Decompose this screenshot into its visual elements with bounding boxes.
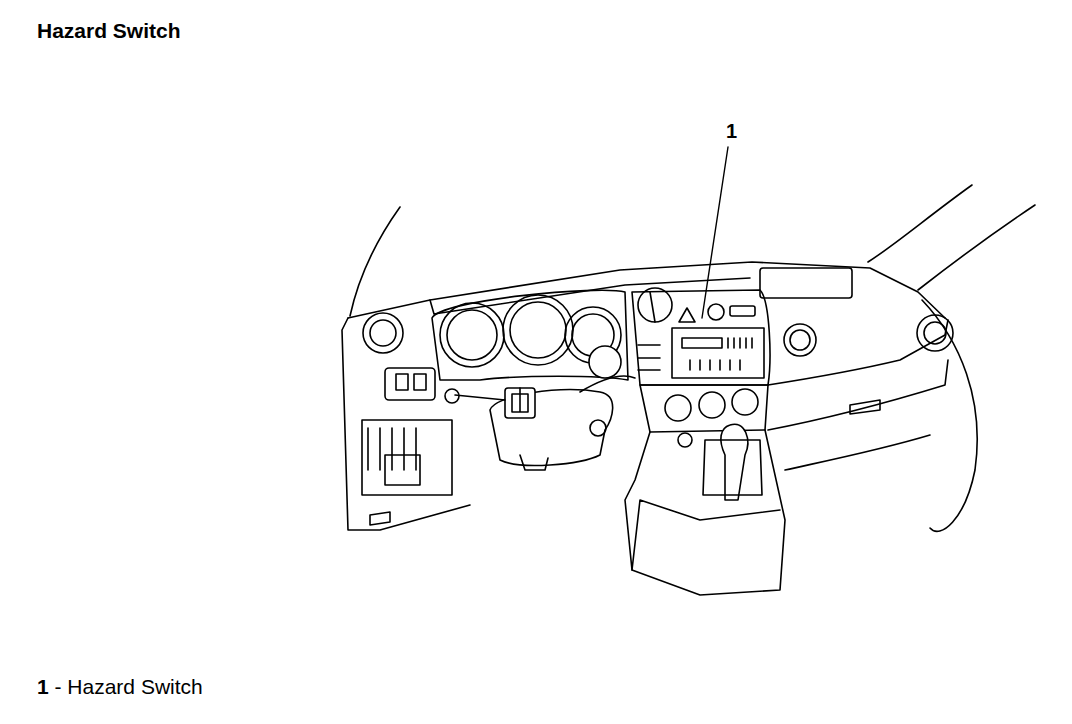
knob [665,395,691,421]
radio-buttons [690,338,752,370]
ignition-key [512,388,528,412]
display [760,268,852,298]
switch [414,374,426,390]
dash-right [768,320,948,385]
radio [672,328,764,378]
knob [699,392,725,418]
lower-panel [362,420,452,495]
gauge [589,346,621,378]
knob [678,433,692,447]
glovebox-handle [850,400,880,414]
knob [445,389,459,403]
cluster-hood [432,290,628,380]
vent [370,320,396,346]
gauge [503,295,573,365]
dash-left [342,318,470,530]
vent [638,288,672,322]
center-stack [632,290,770,385]
climate-panel [640,385,768,432]
column-lower [520,455,548,470]
wiper-stalk [580,376,635,392]
knob [590,420,606,436]
a-pillar [350,207,400,316]
door-edge [922,300,977,531]
vent [917,315,953,351]
vent [784,324,816,356]
console-edge [632,500,780,570]
switch [396,374,408,390]
knob [732,389,758,415]
vent [363,313,403,353]
shift-lever [721,424,748,500]
console [625,430,785,595]
diagram-title: Hazard Switch [37,19,181,42]
a-pillar [868,185,972,262]
radio-display [682,338,722,348]
button [708,304,724,320]
callout-number: 1 [724,120,739,142]
latch [370,512,390,525]
glovebox [768,360,948,430]
button [730,306,755,316]
vent-vane [650,292,655,322]
lever [455,395,505,400]
vent [924,322,946,344]
gauge [510,302,566,358]
vent [790,330,810,350]
shift-gate [703,440,762,495]
a-pillar [918,205,1035,290]
caption: 1 - Hazard Switch [37,675,203,698]
switch-panel [385,368,435,400]
dash-top-edge [430,278,750,314]
switches [638,345,660,370]
gauge [447,310,497,360]
leader-line [702,147,728,318]
gauge [440,303,504,367]
ignition [505,388,535,418]
floor-edge [785,435,930,470]
hazard-switch [679,308,695,322]
fuse-box [368,428,420,485]
